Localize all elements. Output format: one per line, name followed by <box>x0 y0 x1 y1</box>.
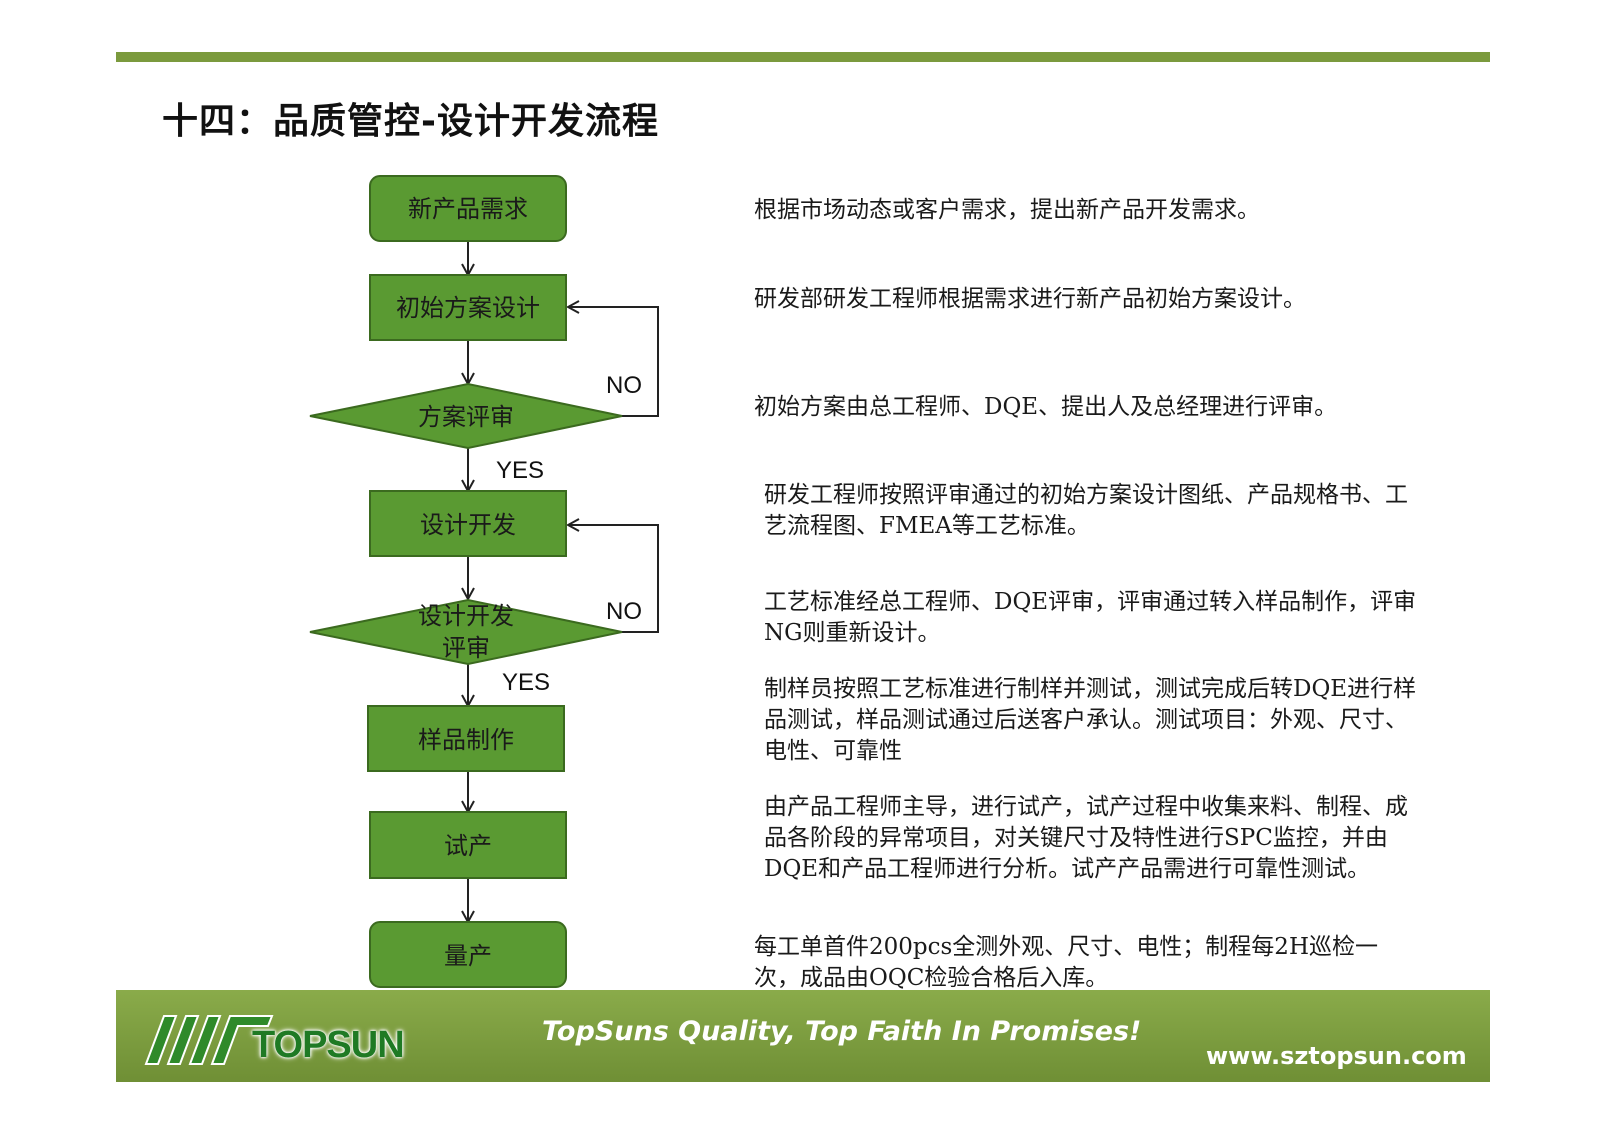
footer-banner: TOPSUN TopSuns Quality, Top Faith In Pro… <box>116 990 1490 1082</box>
step-description-6: 制样员按照工艺标准进行制样并测试，测试完成后转DQE进行样品测试，样品测试通过后… <box>764 676 1417 764</box>
footer-slogan: TopSuns Quality, Top Faith In Promises! <box>542 1016 1142 1047</box>
node-design-development: 设计开发 <box>369 490 567 557</box>
step-description-4: 研发工程师按照评审通过的初始方案设计图纸、产品规格书、工艺流程图、FMEA等工艺… <box>764 482 1408 539</box>
arrow-review-no-loop <box>568 307 659 417</box>
node-label: 试产 <box>444 832 492 860</box>
logo-mark-icon <box>144 1015 274 1065</box>
node-label: 新产品需求 <box>408 195 528 223</box>
arrow-devreview-no-loop <box>568 525 659 633</box>
company-logo: TOPSUN <box>142 1002 412 1072</box>
node-design-review-decision: 方案评审 <box>309 382 623 450</box>
step-description-3: 初始方案由总工程师、DQE、提出人及总经理进行评审。 <box>754 394 1338 420</box>
step-description-7: 由产品工程师主导，进行试产，试产过程中收集来料、制程、成品各阶段的异常项目，对关… <box>764 794 1408 882</box>
node-label-line2: 评审 <box>442 634 490 662</box>
node-initial-design: 初始方案设计 <box>369 274 567 341</box>
branch-label-yes-1: YES <box>496 457 544 484</box>
logo-text: TOPSUN <box>252 1024 405 1066</box>
top-accent-bar <box>116 52 1490 62</box>
node-label: 初始方案设计 <box>396 294 540 322</box>
step-description-2: 研发部研发工程师根据需求进行新产品初始方案设计。 <box>754 286 1306 312</box>
node-mass-production: 量产 <box>369 921 567 988</box>
step-description-5: 工艺标准经总工程师、DQE评审，评审通过转入样品制作，评审NG则重新设计。 <box>764 589 1417 646</box>
node-label: 样品制作 <box>418 726 514 754</box>
footer-website-link[interactable]: www.sztopsun.com <box>1206 1042 1467 1070</box>
node-label-line1: 设计开发 <box>418 602 514 630</box>
node-label: 设计开发 <box>420 511 516 539</box>
node-sample-making: 样品制作 <box>367 705 565 772</box>
node-label: 量产 <box>444 942 492 970</box>
node-label: 方案评审 <box>418 403 514 431</box>
node-dev-review-decision: 设计开发 评审 <box>309 598 623 666</box>
flow-connectors <box>468 241 659 922</box>
branch-label-no-1: NO <box>606 372 642 399</box>
branch-label-yes-2: YES <box>502 669 550 696</box>
node-trial-production: 试产 <box>369 811 567 879</box>
step-description-8: 每工单首件200pcs全测外观、尺寸、电性；制程每2H巡检一次，成品由OQC检验… <box>754 934 1378 991</box>
page-title: 十四：品质管控-设计开发流程 <box>162 101 659 142</box>
branch-label-no-2: NO <box>606 598 642 625</box>
node-new-product-demand: 新产品需求 <box>369 175 567 242</box>
step-description-1: 根据市场动态或客户需求，提出新产品开发需求。 <box>754 197 1260 223</box>
